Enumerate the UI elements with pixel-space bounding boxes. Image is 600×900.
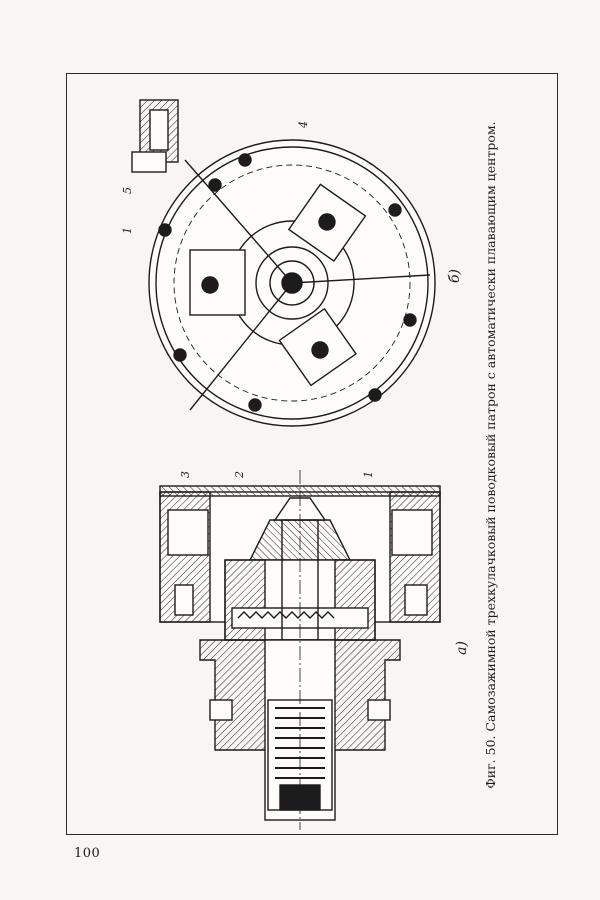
callout-b-1: 1 <box>121 227 134 234</box>
callout-a-3: 3 <box>179 471 192 478</box>
page-frame <box>66 73 558 835</box>
section-view-a <box>159 470 441 830</box>
figure-label-a: а) <box>453 641 470 655</box>
callout-a-2: 2 <box>233 471 246 478</box>
callout-a-1: 1 <box>362 471 375 478</box>
page-number: 100 <box>74 846 101 861</box>
figure-caption: Фиг. 50. Самозажимной трехкулачковый пов… <box>483 121 498 789</box>
callout-b-5: 5 <box>121 187 134 194</box>
face-view-b <box>131 99 436 427</box>
callout-b-4: 4 <box>297 121 310 128</box>
figure-label-b: б) <box>447 268 464 284</box>
